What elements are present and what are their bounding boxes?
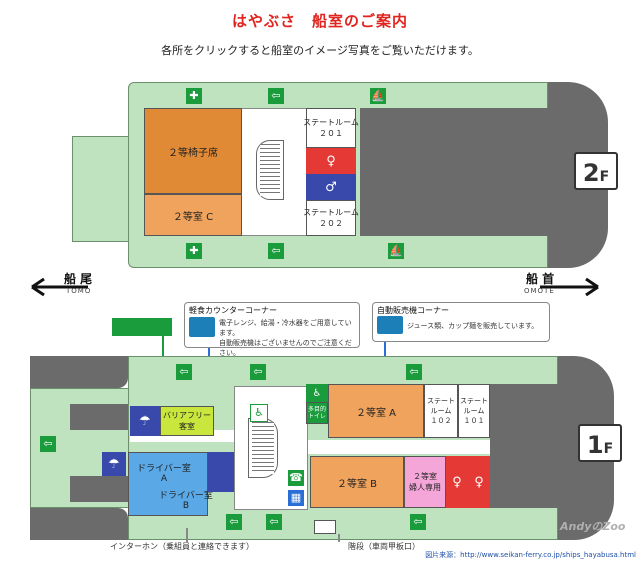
exit-sign-strip — [112, 318, 172, 336]
stern-block-1f — [70, 476, 128, 502]
life-raft-icon: ⛵ — [388, 243, 404, 259]
callout-vending-body: ジュース類、カップ麺を販売しています。 — [407, 322, 539, 330]
floor-badge-1f: 1F — [578, 424, 622, 462]
life-raft-icon: ✚ — [186, 243, 202, 259]
image-source[interactable]: 図片来源：http://www.seikan-ferry.co.jp/ships… — [425, 551, 636, 559]
toilet-women-icon[interactable]: ♀ — [446, 456, 468, 508]
bow-area-1f — [490, 384, 558, 508]
emergency-exit-icon: ⇦ — [268, 88, 284, 104]
emergency-exit-icon: ⇦ — [226, 514, 242, 530]
emergency-exit-icon: ⇦ — [250, 364, 266, 380]
callout-snack-counter[interactable]: 軽食カウンターコーナー 電子レンジ、給湯・冷水器をご用意しています。 自動販売機… — [184, 302, 360, 357]
room-second-class-b[interactable]: ２等室 B — [310, 456, 404, 508]
emergency-exit-icon: ⇦ — [176, 364, 192, 380]
vending-machine-icon[interactable]: ▦ — [288, 490, 304, 506]
bow-area-2f — [360, 108, 548, 236]
stairs-2f[interactable] — [256, 140, 284, 200]
bow-label: 船 首 — [526, 272, 555, 286]
corridor-1f-bow — [308, 440, 490, 454]
wheelchair-icon: ♿ — [306, 384, 328, 402]
room-second-class-c[interactable]: ２等室 C — [144, 194, 242, 236]
stateroom-202[interactable]: ステートルーム ２０２ — [303, 200, 359, 236]
emergency-exit-icon: ⇦ — [266, 514, 282, 530]
center-hall-1f — [234, 386, 308, 510]
emergency-exit-icon: ⇦ — [406, 364, 422, 380]
stairs-note: 階段（車両甲板口） — [348, 542, 420, 551]
vending-machine-icon — [377, 316, 403, 334]
floor-badge-2f: 2F — [574, 152, 618, 190]
toilet-women-icon[interactable]: ♀ — [468, 456, 490, 508]
shower-icon[interactable]: ☂ — [130, 406, 160, 436]
phone-icon[interactable]: ☎ — [288, 470, 304, 486]
driver-room-wc — [208, 452, 234, 492]
arrow-right-icon — [538, 276, 600, 298]
room-second-class-a[interactable]: ２等室 A — [328, 384, 424, 438]
intercom-note: インターホン（乗組員と連絡できます） — [110, 542, 254, 551]
intercom-pointer — [186, 528, 188, 542]
stairs-icon — [314, 520, 336, 534]
bow-sub-label: OMOTE — [524, 287, 555, 295]
toilet-men-icon[interactable]: ♂ — [306, 174, 356, 200]
stern-block-1f — [70, 404, 128, 430]
stern-lower-1f — [30, 508, 128, 540]
room-driver-b[interactable]: ドライバー室 B — [159, 491, 213, 511]
stern-upper-1f — [30, 356, 128, 388]
shower-icon[interactable]: ☂ — [102, 452, 126, 476]
microwave-icon — [189, 317, 215, 337]
arrow-left-icon — [30, 276, 90, 298]
emergency-exit-icon: ⇦ — [40, 436, 56, 452]
stern-deck-2f — [72, 136, 130, 242]
callout-snack-title: 軽食カウンターコーナー — [189, 306, 277, 315]
emergency-exit-icon: ⇦ — [410, 514, 426, 530]
room-driver-group: ドライバー室 A ドライバー室 B — [128, 452, 213, 516]
room-barrier-free[interactable]: バリアフリー客室 — [160, 406, 214, 436]
wheelchair-icon: ♿ — [250, 404, 268, 422]
stateroom-101[interactable]: ステート ルーム １０１ — [458, 384, 490, 438]
stateroom-102[interactable]: ステート ルーム １０２ — [424, 384, 458, 438]
toilet-women-icon[interactable]: ♀ — [306, 148, 356, 174]
callout-snack-body: 電子レンジ、給湯・冷水器をご用意しています。 自動販売機はございませんのでご注意… — [219, 319, 352, 357]
page-subtitle: 各所をクリックすると船室のイメージ写真をご覧いただけます。 — [161, 44, 479, 57]
multipurpose-toilet[interactable]: 多目的 トイレ — [306, 402, 328, 424]
room-women-only[interactable]: ２等室 婦人専用 — [404, 456, 446, 508]
room-second-class-seats[interactable]: ２等椅子席 — [144, 108, 242, 194]
stairs-1f[interactable] — [248, 418, 278, 478]
stern-sub-label: TOMO — [66, 287, 92, 295]
callout-vending[interactable]: 自動販売機コーナー ジュース類、カップ麺を販売しています。 — [372, 302, 550, 342]
life-raft-icon: ⛵ — [370, 88, 386, 104]
stairs-pointer — [338, 534, 340, 542]
stern-label: 船 尾 — [64, 272, 93, 286]
watermark: AndyのZoo — [560, 520, 626, 533]
emergency-exit-icon: ⇦ — [268, 243, 284, 259]
stateroom-201[interactable]: ステートルーム ２０１ — [303, 108, 359, 148]
life-raft-icon: ✚ — [186, 88, 202, 104]
callout-vending-title: 自動販売機コーナー — [377, 306, 449, 315]
room-driver-a[interactable]: ドライバー室 A — [137, 464, 191, 484]
page-title: はやぶさ 船室のご案内 — [231, 12, 408, 30]
